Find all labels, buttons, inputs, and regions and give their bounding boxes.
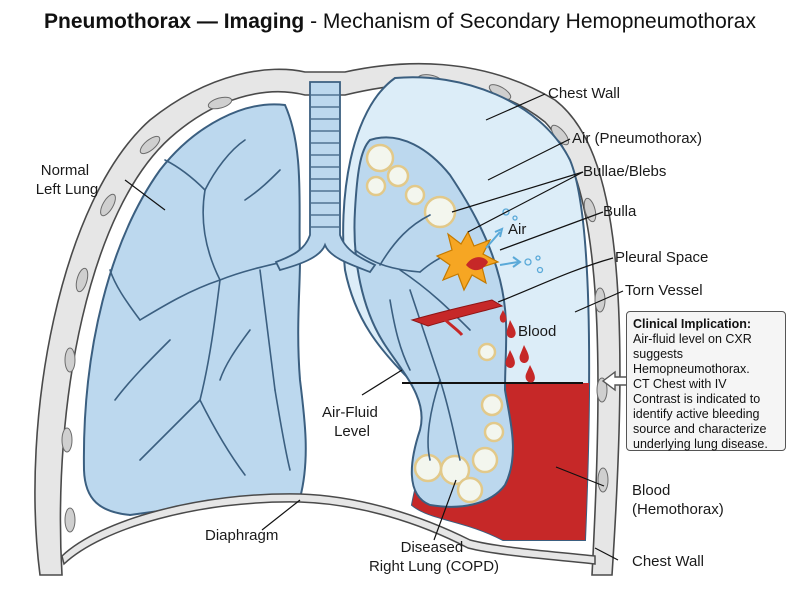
label-bullae-blebs: Bullae/Blebs	[583, 163, 666, 180]
page-title: Pneumothorax — Imaging - Mechanism of Se…	[0, 10, 800, 34]
callout-line: Contrast is indicated to	[633, 392, 761, 406]
label-blood-hemothorax: Blood (Hemothorax)	[632, 482, 724, 518]
bullae-blebs-cluster	[365, 143, 505, 504]
label-air-fluid-level: Air-Fluid Level	[322, 404, 382, 440]
callout-line: source and characterize	[633, 422, 767, 436]
title-subtitle: - Mechanism of Secondary Hemopneumothora…	[304, 10, 756, 33]
callout-line: suggests	[633, 347, 684, 361]
callout-heading: Clinical Implication:	[633, 317, 752, 331]
label-chest-wall-bottom: Chest Wall	[632, 553, 704, 570]
callout-line: CT Chest with IV	[633, 377, 727, 391]
label-pleural-space: Pleural Space	[615, 249, 708, 266]
clinical-implication-callout: Clinical Implication: Air-fluid level on…	[626, 311, 786, 451]
label-diseased-right-lung: Diseased Right Lung (COPD)	[369, 539, 499, 575]
label-blood: Blood	[518, 323, 556, 340]
title-main: Pneumothorax — Imaging	[44, 10, 305, 33]
leader-lines	[124, 93, 624, 561]
air-escape-arrows	[485, 227, 522, 268]
air-bubbles	[502, 208, 544, 274]
trachea	[274, 81, 377, 274]
callout-line: Hemopneumothorax.	[633, 362, 750, 376]
label-normal-left-lung: Normal Left Lung	[36, 162, 99, 198]
callout-line: underlying lung disease.	[633, 437, 768, 451]
vessel-branch	[438, 313, 464, 336]
label-chest-wall-top: Chest Wall	[548, 85, 620, 102]
label-bulla: Bulla	[603, 203, 637, 220]
right-bronchial-tree	[354, 214, 471, 461]
diaphragm	[61, 493, 596, 566]
callout-line: Air-fluid level on CXR	[633, 332, 752, 346]
callout-line: identify active bleeding	[633, 407, 760, 421]
label-torn-vessel: Torn Vessel	[625, 282, 703, 299]
blood-drops	[499, 310, 535, 383]
rupture-blood-drop	[466, 257, 488, 271]
left-bronchial-tree	[109, 139, 301, 476]
label-air-pneumothorax: Air (Pneumothorax)	[572, 130, 702, 147]
ruptured-bulla-star	[435, 230, 500, 292]
label-air: Air	[508, 221, 526, 238]
chest-wall-band	[34, 62, 621, 576]
label-diaphragm: Diaphragm	[205, 527, 278, 544]
